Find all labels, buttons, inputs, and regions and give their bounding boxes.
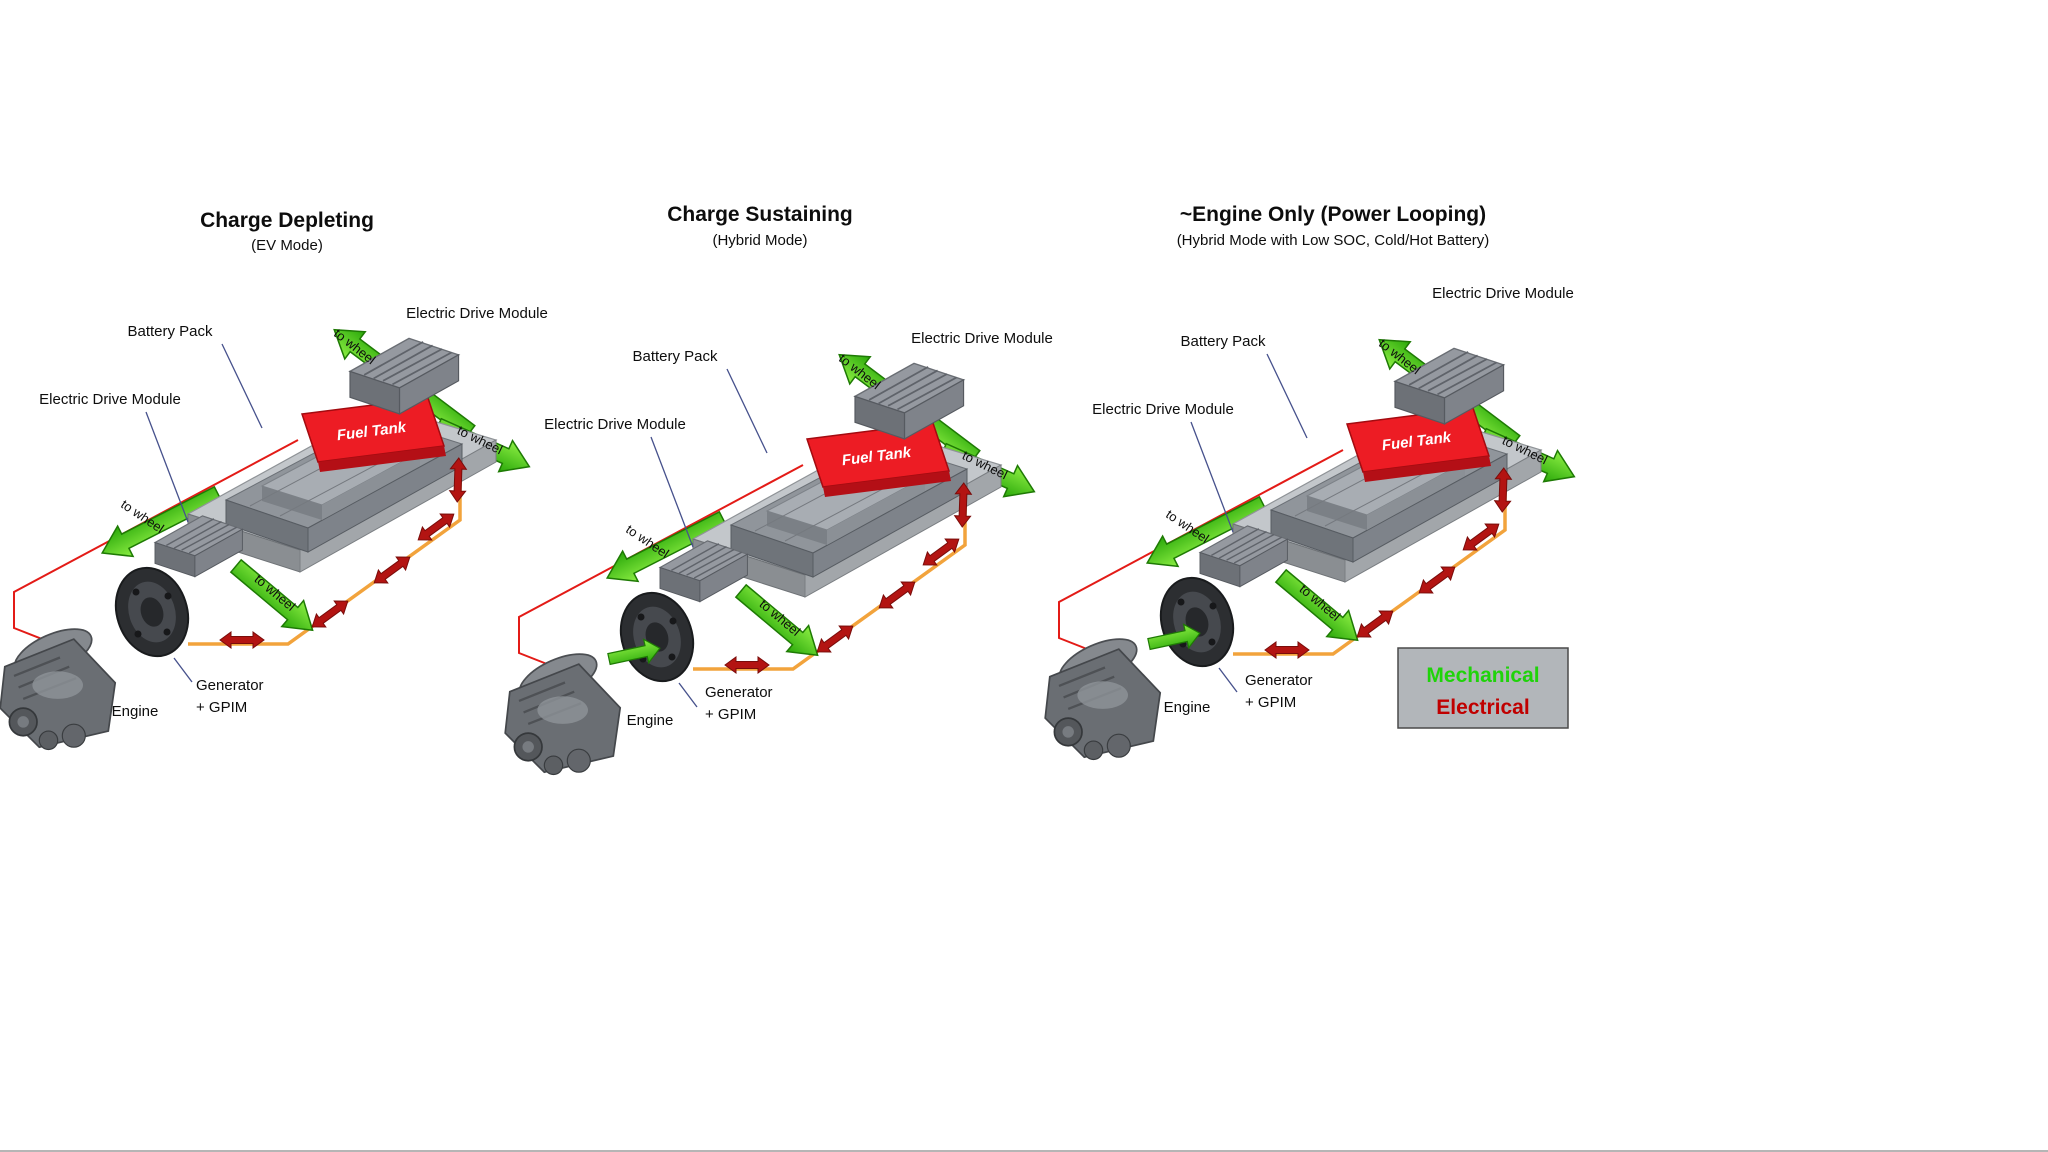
legend-mechanical: Mechanical bbox=[1426, 664, 1539, 687]
legend-electrical: Electrical bbox=[1436, 696, 1529, 719]
panel-title: ~Engine Only (Power Looping) bbox=[1180, 203, 1486, 226]
engine-label: Engine bbox=[112, 703, 159, 720]
powertrain-illustration bbox=[505, 341, 1041, 774]
panel-title: Charge Depleting bbox=[200, 209, 374, 232]
generator-label-line2: + GPIM bbox=[1245, 694, 1296, 711]
generator-label-line2: + GPIM bbox=[196, 699, 247, 716]
engine-label: Engine bbox=[627, 712, 674, 729]
edm-rear-label: Electric Drive Module bbox=[911, 330, 1053, 347]
edm-front-label: Electric Drive Module bbox=[39, 391, 181, 408]
panel-subtitle: (Hybrid Mode) bbox=[712, 232, 807, 249]
battery-pack-label: Battery Pack bbox=[127, 323, 213, 340]
edm-front-label: Electric Drive Module bbox=[544, 416, 686, 433]
battery-pack-label: Battery Pack bbox=[632, 348, 718, 365]
panel-title: Charge Sustaining bbox=[667, 203, 853, 226]
panel-charge-sustaining: Charge Sustaining (Hybrid Mode) Battery … bbox=[505, 203, 1053, 775]
panel-subtitle: (Hybrid Mode with Low SOC, Cold/Hot Batt… bbox=[1177, 232, 1490, 249]
battery-pack-label: Battery Pack bbox=[1180, 333, 1266, 350]
powertrain-illustration bbox=[0, 316, 536, 749]
edm-front-label: Electric Drive Module bbox=[1092, 401, 1234, 418]
generator-label-line1: Generator bbox=[1245, 672, 1313, 689]
edm-rear-label: Electric Drive Module bbox=[406, 305, 548, 322]
generator-label-line1: Generator bbox=[705, 684, 773, 701]
generator-label-line2: + GPIM bbox=[705, 706, 756, 723]
legend: Mechanical Electrical bbox=[1397, 647, 1569, 729]
engine-label: Engine bbox=[1164, 699, 1211, 716]
panel-charge-depleting: Charge Depleting (EV Mode) Battery Pack … bbox=[0, 209, 548, 750]
bottom-window-edge bbox=[0, 1150, 2048, 1152]
edm-rear-label: Electric Drive Module bbox=[1432, 285, 1574, 302]
generator-label-line1: Generator bbox=[196, 677, 264, 694]
legend-box bbox=[1397, 647, 1569, 729]
panel-subtitle: (EV Mode) bbox=[251, 237, 323, 254]
